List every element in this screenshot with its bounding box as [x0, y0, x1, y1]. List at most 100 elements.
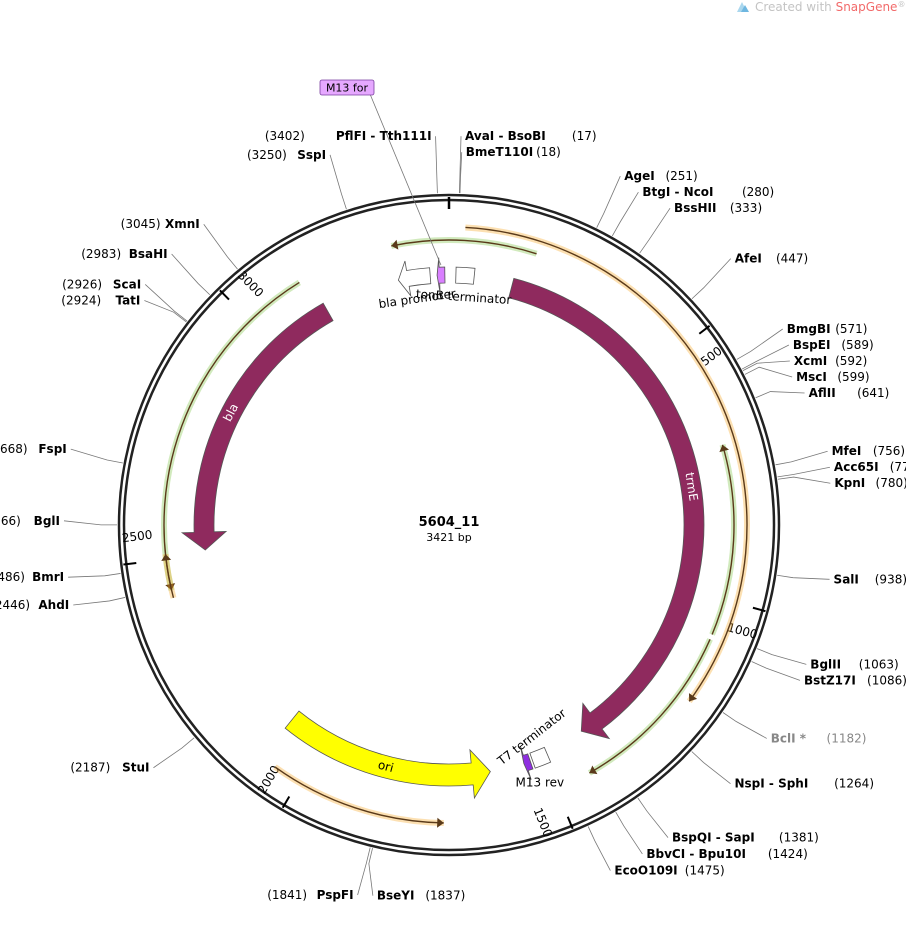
site-bmgbi: BmgBI(571) — [736, 322, 867, 360]
site-bglii: BglII (1063) — [756, 648, 899, 671]
feature-label-M13 rev: M13 rev — [516, 776, 565, 790]
site-scai: ScaI(2926) — [62, 277, 188, 322]
backbone-outer-ring — [117, 193, 781, 857]
site-pspfi: PspFI(1841) — [267, 847, 371, 902]
site-name: BmeT110I — [466, 145, 534, 159]
site-mfei: MfeI (756) — [775, 444, 905, 466]
site-position: (571) — [835, 322, 867, 336]
site-position: (1063) — [859, 657, 899, 671]
site-xcmi: XcmI (592) — [742, 354, 867, 372]
tick-label-1500: 1500 — [531, 806, 555, 840]
site-bbvci: BbvCI - Bpu10I(1424) — [615, 811, 808, 861]
tick-label-3000: 3000 — [235, 268, 266, 300]
site-position: (1424) — [768, 847, 808, 861]
site-position: (2486) — [0, 570, 25, 584]
site-position: (592) — [835, 354, 867, 368]
site-name: StuI — [122, 761, 149, 775]
site-position: (1475) — [685, 864, 725, 878]
site-msci: MscI(599) — [744, 366, 870, 384]
orf-outer-0 — [465, 224, 750, 704]
site-position: (447) — [776, 252, 808, 266]
site-position: (938) — [875, 572, 906, 586]
site-afei: AfeI (447) — [691, 252, 808, 300]
site-name: SalI — [834, 572, 859, 586]
site-bmri: BmrI (2486) — [0, 570, 121, 584]
site-position: (2668) — [0, 442, 28, 456]
site-position: (2926) — [62, 277, 102, 291]
site-position: (333) — [730, 201, 762, 215]
restriction-sites: AvaI - BsoBI(17)BmeT110I(18) AgeI (251) Btg… — [0, 129, 906, 902]
site-bgli: BglI (2566) — [0, 514, 118, 528]
site-name: AgeI — [624, 169, 654, 183]
site-name: AflII — [809, 386, 836, 400]
site-name: TatI — [115, 293, 140, 307]
feature-bla: bla — [180, 302, 334, 551]
feature-label-tonB terminator: tonB terminator — [416, 287, 512, 307]
site-name: XmnI — [165, 217, 200, 231]
site-ahdi: AhdI(2446) — [0, 597, 126, 612]
site-bcli: BclI *(1182) — [722, 712, 866, 745]
site-position: (3250) — [247, 148, 287, 162]
site-stui: StuI (2187) — [70, 737, 195, 775]
site-name: AfeI — [735, 252, 762, 266]
plasmid-length: 3421 bp — [426, 531, 471, 544]
site-position: (776) — [890, 460, 906, 474]
site-position: (2566) — [0, 514, 21, 528]
site-position: (780) — [876, 476, 906, 490]
site-bstz17i: BstZ17I(1086) — [751, 661, 906, 687]
feature-trme: trmE — [508, 277, 705, 740]
tick-1000 — [752, 606, 766, 613]
site-position: (251) — [665, 169, 697, 183]
site-name: PflFI - Tth111I — [336, 129, 432, 143]
site-avai: AvaI - BsoBI(17) — [458, 129, 597, 194]
site-sspi: SspI (3250) — [247, 148, 347, 210]
feature-label-trmE: trmE — [682, 471, 700, 502]
orf-inner-4 — [587, 638, 713, 776]
site-name: KpnI — [834, 476, 865, 490]
plasmid-backbone — [117, 193, 781, 857]
feature-label-ori: ori — [376, 758, 395, 775]
site-position: (2983) — [81, 247, 121, 261]
site-position: (1837) — [425, 889, 465, 903]
feature-t7-terminator: T7 terminator — [494, 706, 569, 769]
site-name: FspI — [38, 442, 66, 456]
site-agei: AgeI (251) — [596, 169, 698, 228]
watermark: Created with SnapGene® — [737, 0, 905, 14]
tick-2000 — [281, 796, 291, 809]
site-position: (1381) — [779, 831, 819, 845]
site-position: (1086) — [867, 673, 906, 687]
site-position: (1841) — [267, 888, 307, 902]
site-position: (3402) — [265, 129, 305, 143]
plasmid-name: 5604_11 — [419, 515, 480, 530]
site-nspi: NspI - SphI(1264) — [691, 751, 874, 791]
site-position: (756) — [873, 444, 905, 458]
site-name: EcoO109I — [614, 864, 677, 878]
snapgene-logo-icon — [737, 2, 749, 12]
site-name: XcmI — [794, 354, 827, 368]
site-position: (2187) — [70, 761, 110, 775]
site-position: (641) — [857, 386, 889, 400]
site-name: BglII — [810, 657, 841, 671]
orf-outer-1 — [273, 764, 444, 828]
site-name: SspI — [297, 148, 326, 162]
tick-label-2500: 2500 — [121, 528, 153, 546]
watermark-brand: SnapGene — [836, 0, 898, 14]
site-name: BseYI — [377, 889, 415, 903]
site-fspi: FspI (2668) — [0, 442, 123, 464]
feature-label-M13 for: M13 for — [326, 82, 369, 95]
site-bmet110i: BmeT110I(18) — [459, 145, 561, 194]
site-name: BglI — [34, 514, 60, 528]
site-position: (1264) — [834, 777, 874, 791]
watermark-mark: ® — [897, 0, 905, 9]
site-name: BtgI - NcoI — [642, 185, 713, 199]
site-tati: TatI(2924) — [61, 293, 187, 323]
site-ecoo109i: EcoO109I (1475) — [587, 826, 725, 878]
site-name: MfeI — [832, 444, 862, 458]
site-position: (3045) — [121, 217, 161, 231]
site-pflfi: PflFI - Tth111I (3402) — [265, 129, 438, 194]
site-position: (18) — [536, 145, 561, 159]
tick-3000 — [219, 289, 230, 301]
site-name: BmrI — [32, 570, 64, 584]
